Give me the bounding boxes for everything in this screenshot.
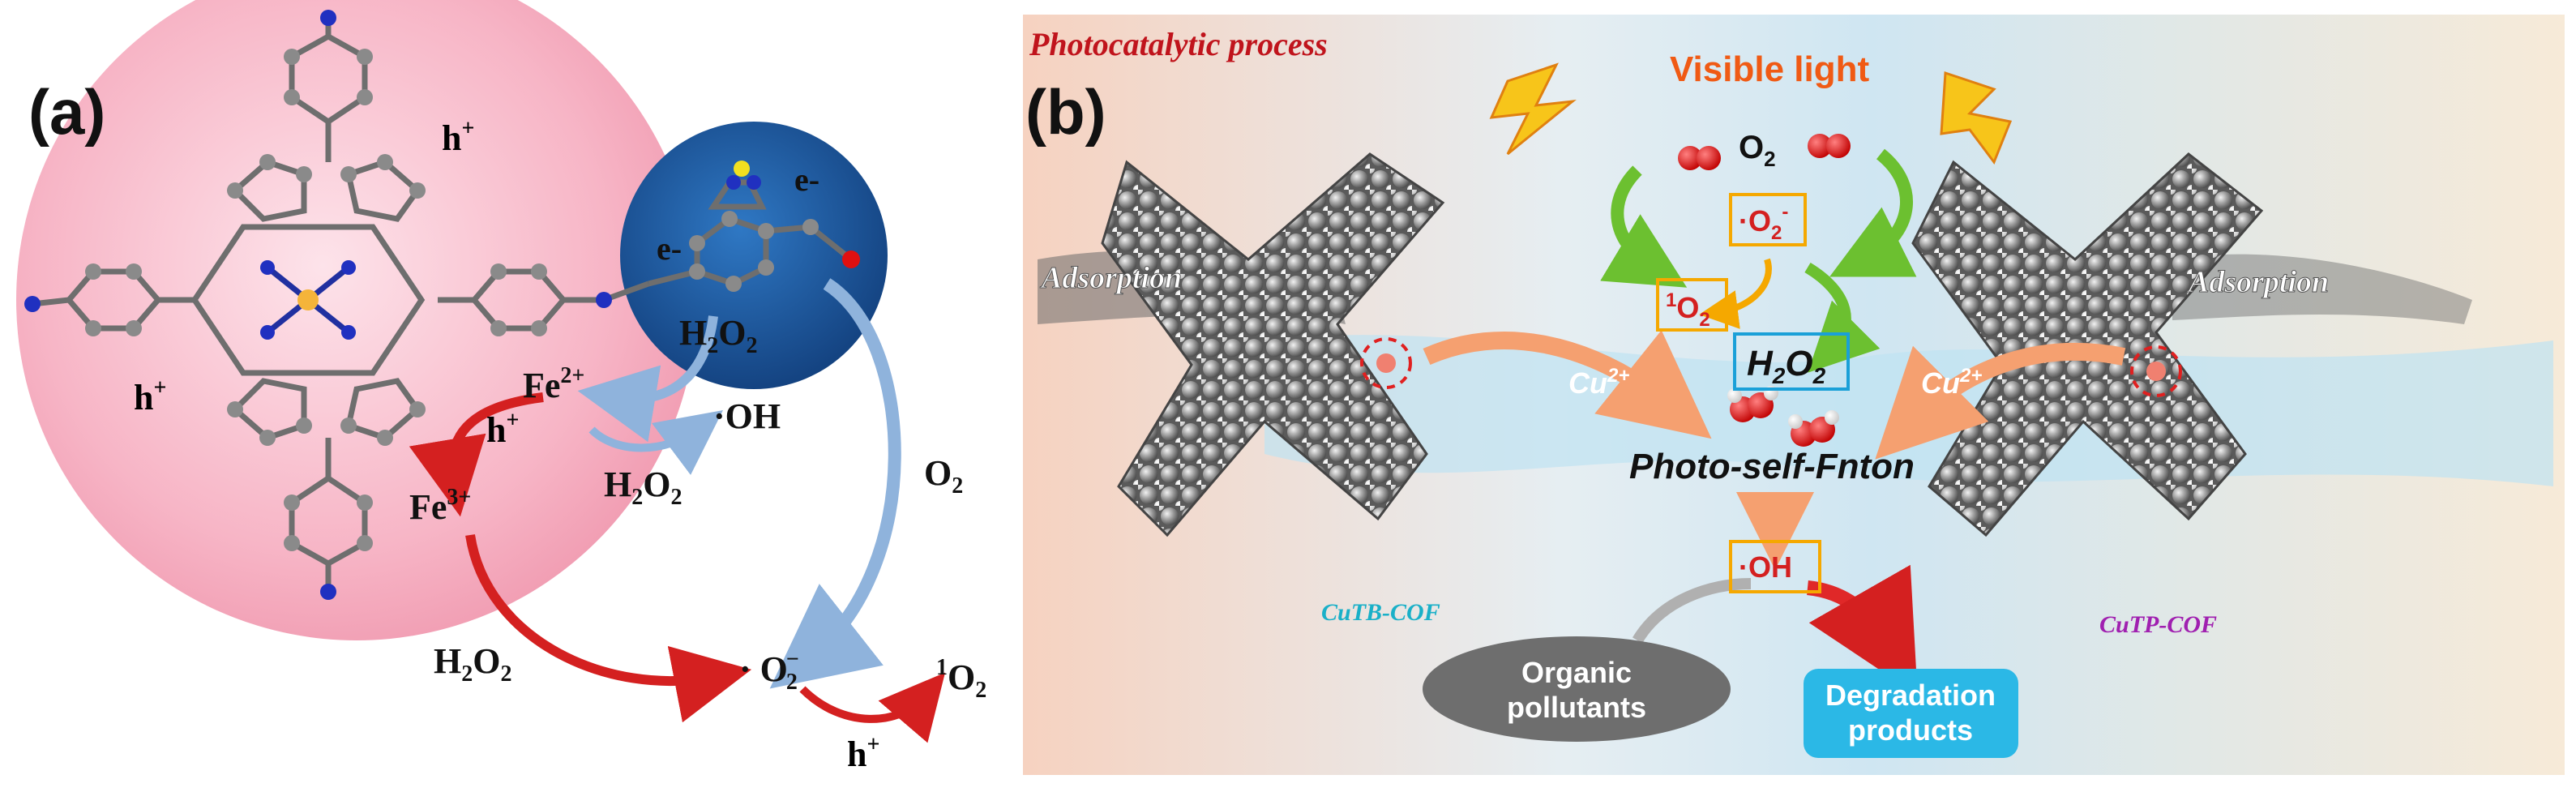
e-minus-right: e- xyxy=(794,161,819,198)
yellow-arrow-singlet xyxy=(1699,258,1772,329)
fe2-to-oh-arrow xyxy=(588,410,724,475)
cu-atom xyxy=(297,289,319,310)
o2-label-right: O2 xyxy=(924,453,963,499)
superoxide-box xyxy=(1729,193,1807,246)
o2-label: O2 xyxy=(1739,130,1776,171)
adsorption-stream-right xyxy=(2172,254,2472,324)
oh-box xyxy=(1729,540,1821,593)
h2o2-mid: H2O2 xyxy=(604,464,682,510)
oxygen-atom xyxy=(842,250,860,268)
cu-arrow-left xyxy=(1423,330,1712,439)
h2o2-bottom: H2O2 xyxy=(434,641,511,687)
e-to-superoxide-arrow xyxy=(769,278,901,689)
panel-b-label: (b) xyxy=(1025,76,1106,148)
organic-pollutants-ellipse xyxy=(1423,636,1731,742)
o2-molecule-right xyxy=(1808,134,1851,158)
fe3-label: Fe3+ xyxy=(409,485,471,527)
panel-a: (a) h+ h+ h+ h+ e- e- H2O2 Fe2+ ·OH H2O2… xyxy=(16,0,986,774)
h2o2-molecule-right xyxy=(1788,410,1839,447)
singlet-oxygen-label: 1O2 xyxy=(936,655,986,703)
h2o2-label-b: H2O2 xyxy=(1747,344,1826,388)
green-arrow-h2o2 xyxy=(1804,262,1881,373)
e-minus-left: e- xyxy=(657,230,682,267)
lightning-right-icon xyxy=(1940,71,2013,165)
superoxide-to-singlet-arrow xyxy=(799,672,946,743)
degradation-products-line1: Degradation xyxy=(1825,679,1996,712)
green-arrow-left xyxy=(1600,165,1688,288)
adsorption-right-label: Adsorption xyxy=(2187,265,2329,299)
oh-label: ·OH xyxy=(713,396,781,436)
oh-label-b: ·OH xyxy=(1739,550,1792,584)
green-arrow-right xyxy=(1829,148,1917,277)
cu-right-label: Cu2+ xyxy=(1921,365,1982,400)
h-plus-bottom: h+ xyxy=(847,732,879,774)
h2o2-box xyxy=(1733,332,1850,391)
photo-self-fenton-label: Photo-self-Fnton xyxy=(1629,447,1915,486)
degradation-products-box xyxy=(1804,669,2018,758)
cu-left-label: Cu2+ xyxy=(1568,365,1629,400)
fe3-to-superoxide-arrow xyxy=(465,534,752,723)
organic-pollutants-line1: Organic xyxy=(1521,656,1632,689)
degradation-products-line2: products xyxy=(1848,713,1973,747)
fe2-to-fe3-arrow xyxy=(409,392,544,517)
h2o2-molecule-left xyxy=(1727,386,1778,422)
fe2-label: Fe2+ xyxy=(523,363,584,405)
gray-arc-pollutants xyxy=(1632,578,1752,644)
pink-hole-circle xyxy=(16,0,697,640)
blue-electron-circle xyxy=(620,122,888,389)
o2-molecule-left xyxy=(1678,146,1721,170)
adsorption-left-label: Adsorption xyxy=(1040,261,1182,295)
h-plus-top: h+ xyxy=(442,116,474,158)
superoxide-label: · O−2 xyxy=(739,647,799,695)
cu-arrow-right xyxy=(1875,342,2126,460)
cutp-cof-label: CuTP-COF xyxy=(2099,611,2217,638)
h-plus-mid: h+ xyxy=(486,408,519,450)
h-plus-left: h+ xyxy=(134,375,166,417)
superoxide-label-b: ·O2- xyxy=(1739,201,1788,244)
panel-b-title: Photocatalytic process xyxy=(1029,26,1328,62)
panel-a-label: (a) xyxy=(28,76,105,148)
panel-b: (b) Photocatalytic process Visible light… xyxy=(1023,15,2565,775)
organic-pollutants-line2: pollutants xyxy=(1507,691,1646,724)
porphyrin-atoms xyxy=(24,10,860,600)
visible-light-label: Visible light xyxy=(1670,49,1869,89)
cutb-cof-structure xyxy=(1101,152,1445,537)
singlet-oxygen-label-b: 1O2 xyxy=(1666,289,1710,331)
h2o2-top: H2O2 xyxy=(679,313,757,358)
cutb-cof-label: CuTB-COF xyxy=(1321,599,1440,626)
h2o2-to-oh-arrow xyxy=(577,315,718,443)
singlet-oxygen-box xyxy=(1656,278,1728,332)
lightning-left-icon xyxy=(1489,62,1577,156)
